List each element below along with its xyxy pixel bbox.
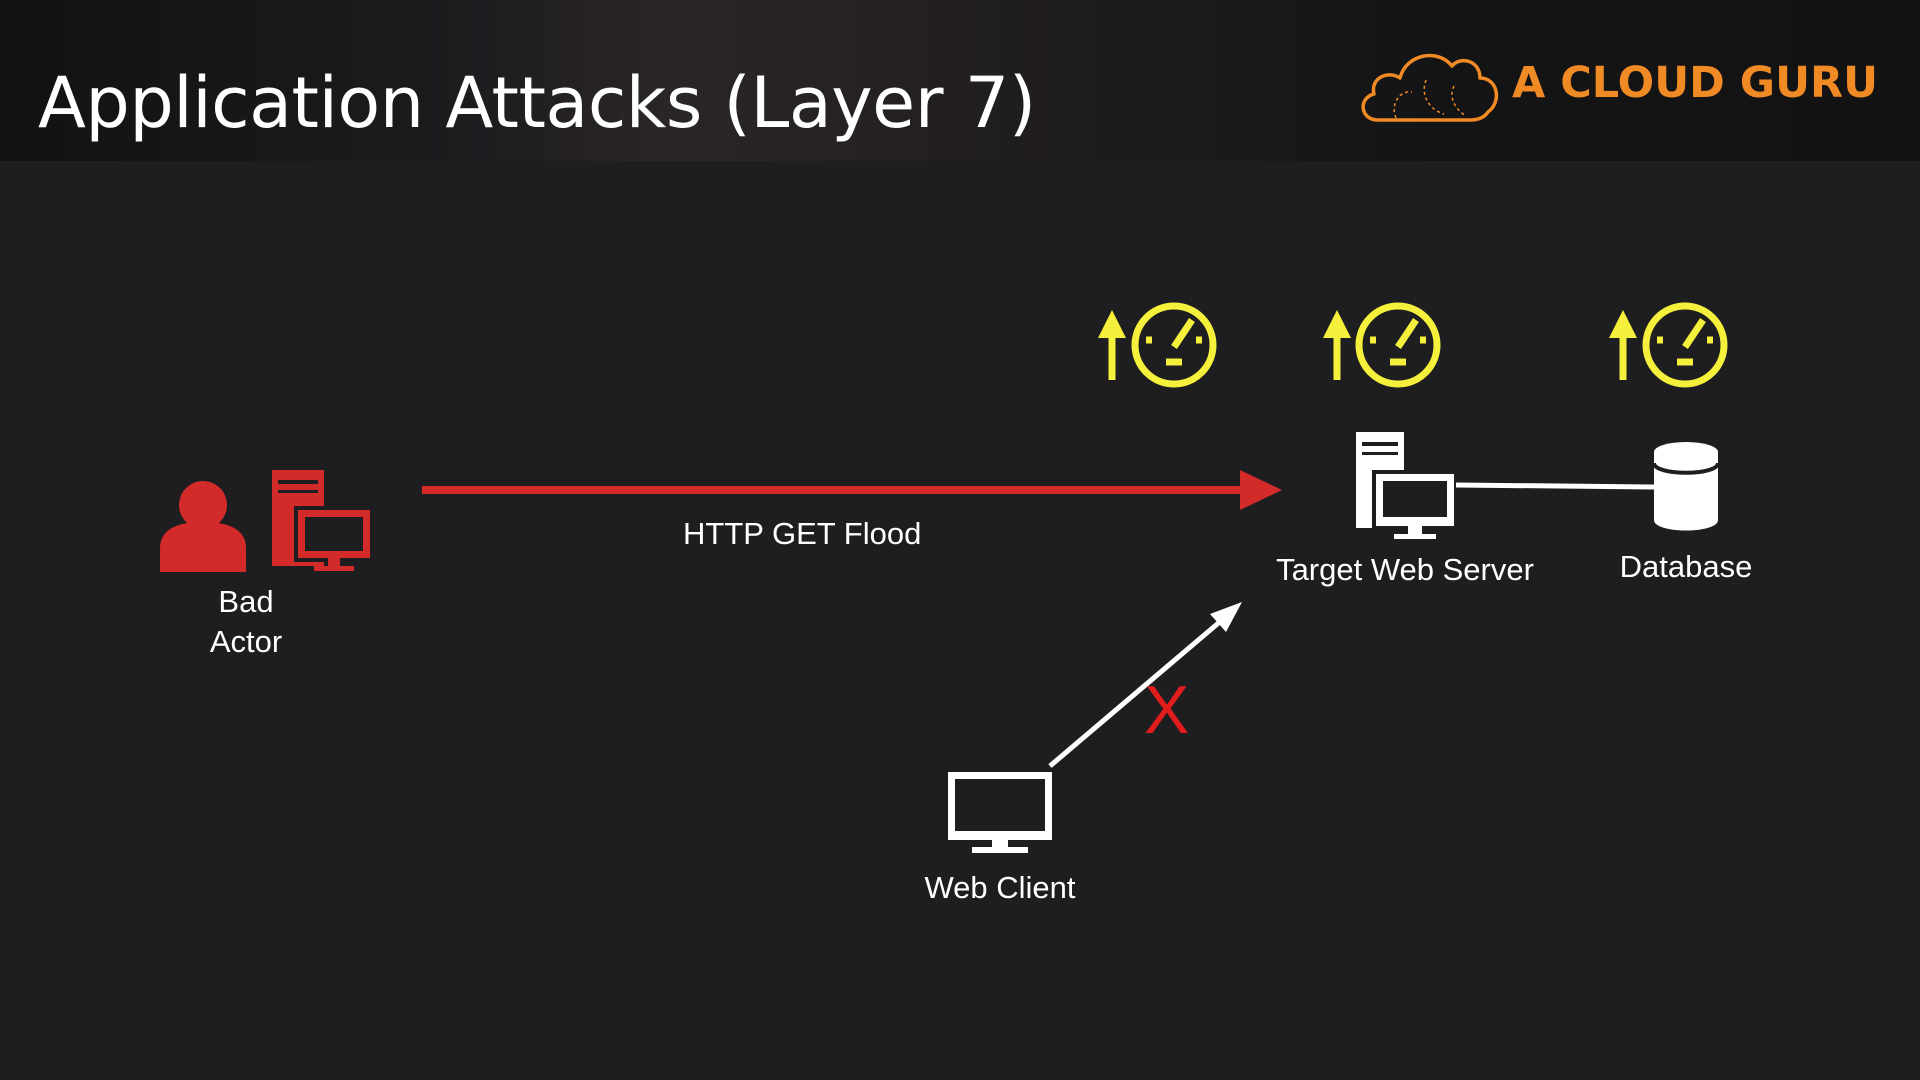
load-indicator-1 (1098, 302, 1217, 388)
slide-title: Application Attacks (Layer 7) (38, 62, 1036, 144)
bad-actor-label-line2: Actor (209, 624, 283, 659)
brand-logo: A CLOUD GURU (1356, 40, 1878, 130)
web-client-request-arrow (1048, 602, 1242, 768)
arrow-up-icon (1098, 310, 1126, 380)
load-indicator-2 (1323, 302, 1441, 388)
web-client-label: Web Client (924, 870, 1076, 905)
bad-actor-label-line1: Bad (218, 584, 274, 619)
arrow-up-icon (1609, 310, 1637, 380)
speedometer-icon (1355, 302, 1441, 388)
cloud-logo-icon (1361, 53, 1499, 122)
speedometer-icon (1131, 302, 1217, 388)
web-client-monitor-icon (948, 772, 1052, 853)
web-server-icon (1356, 432, 1458, 539)
database-icon (1652, 442, 1720, 531)
brand-name: A CLOUD GURU (1512, 58, 1879, 108)
slide-header: Application Attacks (Layer 7) A CLOUD GU… (0, 0, 1920, 161)
http-get-flood-label: HTTP GET Flood (683, 516, 922, 551)
arrow-up-icon (1323, 310, 1351, 380)
bad-actor-computer-icon (272, 470, 374, 571)
database-label: Database (1619, 549, 1753, 584)
target-web-server-label: Target Web Server (1276, 552, 1534, 587)
bad-actor-label: Bad Actor (196, 584, 296, 660)
server-database-connector (1455, 482, 1655, 490)
blocked-x-mark: X (1144, 672, 1190, 748)
load-indicator-3 (1609, 302, 1728, 388)
speedometer-icon (1642, 302, 1728, 388)
bad-actor-person-icon (160, 481, 246, 572)
http-get-flood-arrow (422, 470, 1282, 510)
